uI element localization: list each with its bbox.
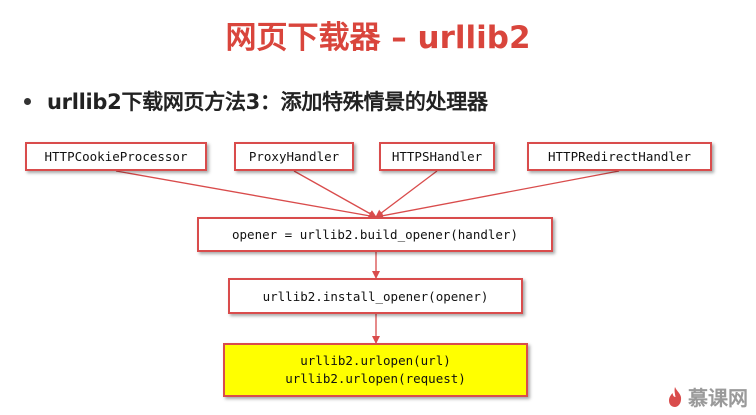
bullet-item: urllib2下载网页方法3：添加特殊情景的处理器	[24, 86, 488, 116]
build-opener-box: opener = urllib2.build_opener(handler)	[197, 217, 553, 252]
page-title: 网页下载器 – urllib2	[225, 20, 531, 56]
arrow-cookie-to-build	[115, 170, 377, 220]
bullet-text: urllib2下载网页方法3：添加特殊情景的处理器	[47, 90, 488, 114]
urlopen-box: urllib2.urlopen(url) urllib2.urlopen(req…	[223, 343, 528, 397]
arrow-redirect-to-build	[375, 170, 620, 220]
arrow-proxy-to-build	[293, 170, 377, 218]
handler-redirect: HTTPRedirectHandler	[527, 142, 712, 171]
watermark: 慕课网	[666, 382, 748, 411]
handler-proxy: ProxyHandler	[234, 142, 354, 171]
bullet-dot-icon	[24, 97, 31, 105]
watermark-text: 慕课网	[688, 386, 748, 410]
install-opener-box: urllib2.install_opener(opener)	[228, 278, 523, 314]
flame-icon	[669, 386, 682, 407]
urlopen-url-line: urllib2.urlopen(url)	[300, 353, 451, 368]
urlopen-request-line: urllib2.urlopen(request)	[285, 371, 466, 386]
handler-cookie-processor: HTTPCookieProcessor	[25, 142, 207, 171]
arrow-https-to-build	[375, 170, 438, 218]
handler-https: HTTPSHandler	[379, 142, 495, 171]
